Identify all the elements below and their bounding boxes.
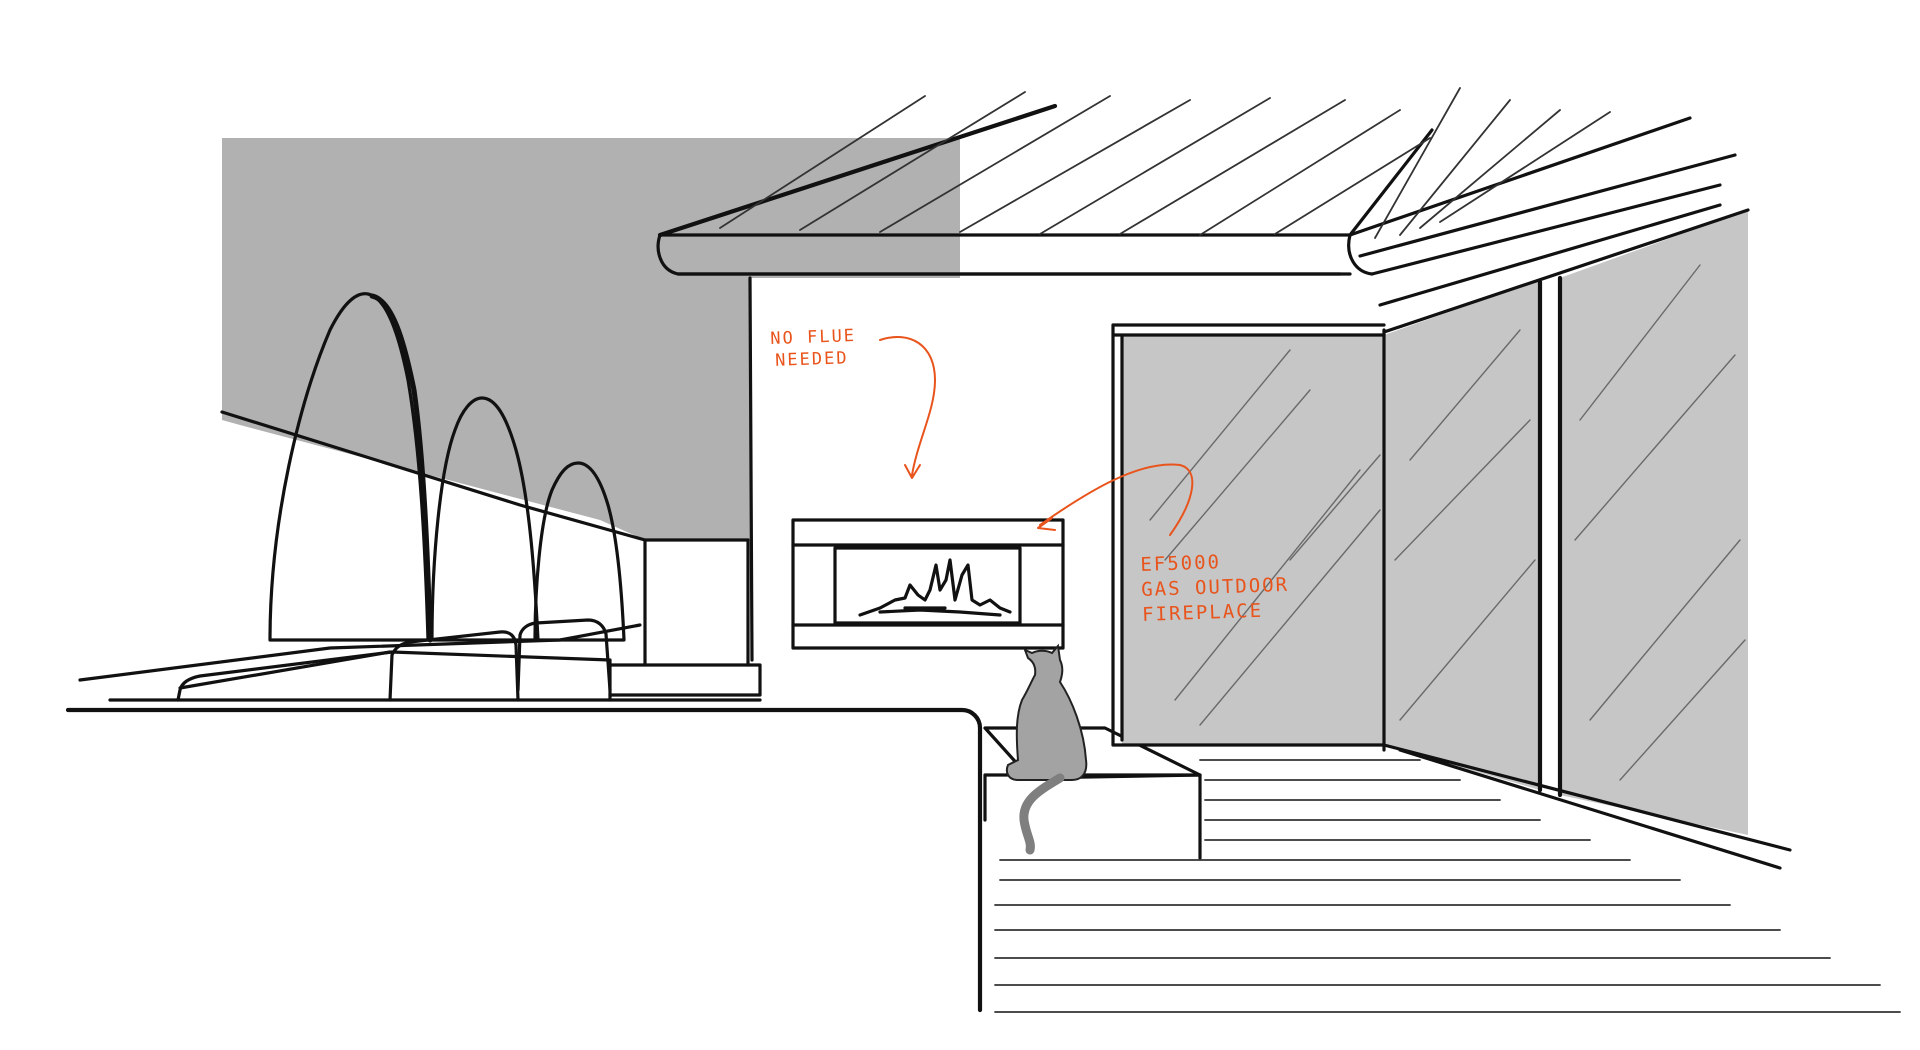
bench-front (983, 773, 1202, 860)
annotation-fireplace-line-2: GAS OUTDOOR (1140, 573, 1290, 601)
roof (656, 87, 1737, 307)
cat (1005, 643, 1088, 855)
roof-shingles (719, 87, 1611, 239)
sofa-cushion-right (516, 618, 612, 692)
eave-right (1358, 153, 1737, 307)
annotation-arrows (879, 335, 1194, 536)
tree-medium (430, 396, 540, 642)
side-table (608, 663, 762, 697)
deck-boards (994, 759, 1901, 1013)
sky-block (222, 138, 960, 540)
cat-body (1005, 643, 1088, 781)
glass-panel-center (1122, 335, 1384, 745)
tree-small (533, 461, 626, 642)
sofa-cushion-left (388, 630, 520, 702)
sofa (176, 618, 762, 702)
eave-right-gutter (1347, 233, 1374, 276)
door-mullion (1537, 275, 1563, 798)
fireplace-flames (858, 558, 1012, 617)
trees (268, 292, 626, 643)
fireplace-wall-edge (748, 276, 754, 662)
tree-large-shadow (369, 293, 433, 643)
roof-front-edge (657, 103, 1058, 238)
glass-panel-right-side (1560, 210, 1748, 835)
roof-hip (1348, 128, 1434, 237)
deck-front-edge (65, 707, 983, 1013)
roof-ridge (1348, 116, 1692, 237)
fireplace-frame (791, 518, 1065, 650)
fireplace-arrow (1037, 463, 1194, 536)
fireplace-glass (833, 546, 1022, 625)
flue-arrow (879, 335, 936, 479)
door-frame-center (1111, 323, 1386, 747)
annotation-fireplace: EF5000 GAS OUTDOOR FIREPLACE (1140, 548, 1290, 628)
annotation-fireplace-line-3: FIREPLACE (1141, 599, 1264, 626)
glass-doors (1111, 208, 1792, 870)
hedge-wall-right (643, 538, 750, 667)
gas-fireplace (791, 518, 1065, 650)
annotation-no-flue-line-2: NEEDED (774, 348, 849, 371)
cat-tail (1019, 773, 1065, 855)
fireplace-frame-inner (791, 543, 1065, 627)
door-frame-right (1382, 208, 1792, 870)
annotation-no-flue: NO FLUE NEEDED (770, 325, 857, 372)
annotation-no-flue-line-1: NO FLUE (770, 326, 857, 349)
glass-reflections (1149, 264, 1746, 781)
left-deck (65, 623, 983, 1013)
deck-surface-line (78, 623, 642, 682)
fireplace-logs (878, 606, 1002, 617)
hedge-wall (220, 410, 750, 542)
sofa-back (178, 650, 392, 690)
glass-panel-left-side (1384, 280, 1540, 790)
